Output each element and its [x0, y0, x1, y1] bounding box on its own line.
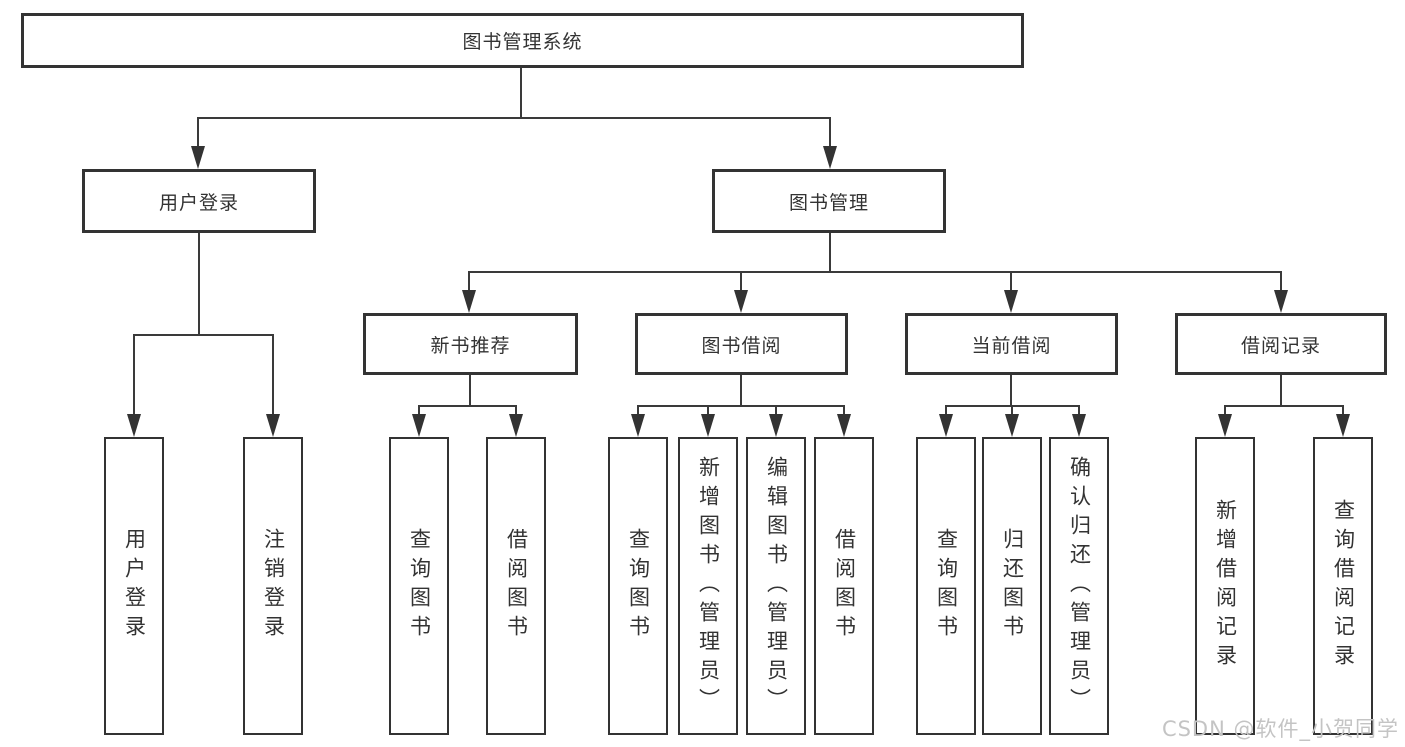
arrow-down-icon: [734, 290, 748, 313]
connector-bookmgmt-stem: [829, 233, 831, 273]
connector-current-stem: [1010, 375, 1012, 407]
node-label: 查询图书: [626, 528, 651, 644]
node-label: 图书借阅: [701, 334, 782, 357]
node-label: 查询图书: [934, 528, 959, 644]
node-label: 新书推荐: [430, 334, 511, 357]
connector-borrowing-stem: [740, 375, 742, 407]
node-label: 当前借阅: [971, 334, 1052, 357]
arrow-down-icon: [1005, 414, 1019, 437]
leaf-query-books-borrowing: 查询图书: [608, 437, 668, 735]
leaf-edit-book-admin: 编辑图书（管理员）: [746, 437, 806, 735]
node-label: 编辑图书（管理员）: [764, 455, 789, 717]
arrow-down-icon: [823, 146, 837, 169]
node-book-borrowing: 图书借阅: [635, 313, 848, 375]
node-label: 借阅记录: [1240, 334, 1321, 357]
node-label: 借阅图书: [504, 528, 529, 644]
connector-current-drop: [1011, 406, 1013, 416]
connector-borrowing-bus: [637, 405, 845, 407]
arrow-down-icon: [266, 414, 280, 437]
node-label: 注销登录: [261, 528, 286, 644]
connector-newbook-bus: [418, 405, 517, 407]
leaf-add-borrow-record: 新增借阅记录: [1195, 437, 1255, 735]
connector-bookmgmt-drop: [740, 272, 742, 292]
connector-records-drop: [1342, 406, 1344, 416]
connector-bookmgmt-drop: [1280, 272, 1282, 292]
connector-root-drop-left: [197, 118, 199, 148]
connector-records-stem: [1280, 375, 1282, 407]
node-new-book-recommend: 新书推荐: [363, 313, 578, 375]
connector-newbook-stem: [469, 375, 471, 407]
connector-userlogin-stem: [198, 233, 200, 336]
connector-borrowing-drop: [707, 406, 709, 416]
node-label: 确认归还（管理员）: [1067, 455, 1092, 717]
connector-root-drop-right: [829, 118, 831, 148]
connector-root-bus: [197, 117, 831, 119]
connector-root-stem: [520, 68, 522, 118]
arrow-down-icon: [701, 414, 715, 437]
arrow-down-icon: [1336, 414, 1350, 437]
connector-current-drop: [1078, 406, 1080, 416]
arrow-down-icon: [191, 146, 205, 169]
connector-newbook-drop: [418, 406, 420, 416]
connector-newbook-drop: [515, 406, 517, 416]
node-label: 查询图书: [407, 528, 432, 644]
node-library-management-system: 图书管理系统: [21, 13, 1024, 68]
arrow-down-icon: [769, 414, 783, 437]
connector-bookmgmt-drop: [468, 272, 470, 292]
connector-userlogin-drop: [133, 335, 135, 416]
node-label: 查询借阅记录: [1331, 499, 1356, 673]
connector-records-bus: [1224, 405, 1344, 407]
arrow-down-icon: [509, 414, 523, 437]
node-label: 归还图书: [1000, 528, 1025, 644]
node-label: 借阅图书: [832, 528, 857, 644]
arrow-down-icon: [1004, 290, 1018, 313]
leaf-query-books-recommend: 查询图书: [389, 437, 449, 735]
connector-bookmgmt-bus: [468, 271, 1282, 273]
leaf-borrow-books-borrowing: 借阅图书: [814, 437, 874, 735]
node-label: 用户登录: [122, 528, 147, 644]
arrow-down-icon: [1072, 414, 1086, 437]
connector-records-drop: [1224, 406, 1226, 416]
arrow-down-icon: [1218, 414, 1232, 437]
node-book-management: 图书管理: [712, 169, 946, 233]
node-label: 图书管理系统: [462, 31, 583, 53]
node-label: 用户登录: [158, 191, 239, 214]
leaf-query-books-current: 查询图书: [916, 437, 976, 735]
connector-borrowing-drop: [775, 406, 777, 416]
leaf-query-borrow-record: 查询借阅记录: [1313, 437, 1373, 735]
arrow-down-icon: [631, 414, 645, 437]
connector-userlogin-bus: [133, 334, 274, 336]
arrow-down-icon: [127, 414, 141, 437]
leaf-borrow-books-recommend: 借阅图书: [486, 437, 546, 735]
leaf-return-book: 归还图书: [982, 437, 1042, 735]
arrow-down-icon: [412, 414, 426, 437]
arrow-down-icon: [837, 414, 851, 437]
connector-borrowing-drop: [843, 406, 845, 416]
node-label: 新增借阅记录: [1213, 499, 1238, 673]
node-current-borrowing: 当前借阅: [905, 313, 1118, 375]
connector-bookmgmt-drop: [1010, 272, 1012, 292]
node-label: 新增图书（管理员）: [696, 455, 721, 717]
node-borrowing-records: 借阅记录: [1175, 313, 1387, 375]
leaf-logout-login: 注销登录: [243, 437, 303, 735]
node-label: 图书管理: [788, 191, 869, 214]
arrow-down-icon: [1274, 290, 1288, 313]
connector-borrowing-drop: [637, 406, 639, 416]
connector-userlogin-drop: [272, 335, 274, 416]
arrow-down-icon: [462, 290, 476, 313]
connector-current-drop: [945, 406, 947, 416]
leaf-add-book-admin: 新增图书（管理员）: [678, 437, 738, 735]
node-user-login-group: 用户登录: [82, 169, 316, 233]
leaf-user-login: 用户登录: [104, 437, 164, 735]
csdn-watermark: CSDN @软件_小贺同学: [1161, 717, 1399, 741]
arrow-down-icon: [939, 414, 953, 437]
leaf-confirm-return-admin: 确认归还（管理员）: [1049, 437, 1109, 735]
